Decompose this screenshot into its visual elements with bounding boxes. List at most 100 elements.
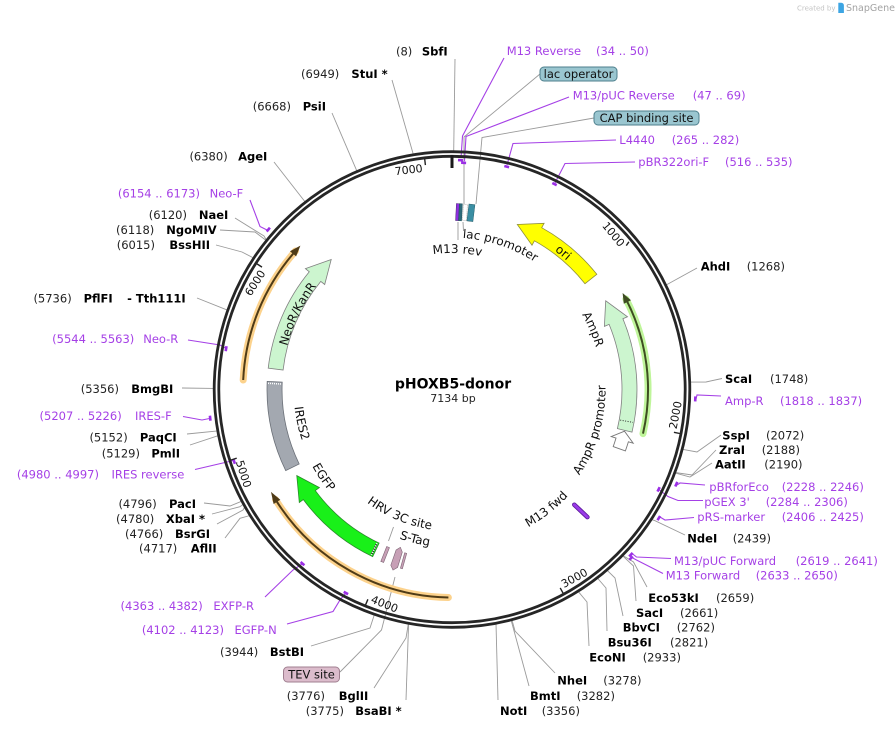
- enzyme-bsu36i[interactable]: Bsu36I (2821): [608, 636, 709, 650]
- enzyme-name[interactable]: Bsu36I: [608, 636, 652, 650]
- enzyme-name[interactable]: BsrGI: [175, 527, 210, 541]
- primer-name[interactable]: Neo-R: [143, 332, 178, 346]
- enzyme-bglii[interactable]: (3776) BglII: [287, 689, 369, 703]
- enzyme-name[interactable]: AhdI: [701, 260, 731, 274]
- enzyme-name[interactable]: NheI: [557, 674, 587, 688]
- tev-site-box[interactable]: [283, 666, 340, 683]
- enzyme-bmti[interactable]: BmtI (3282): [530, 689, 615, 703]
- primer-pbrforeco[interactable]: pBRforEco (2228 .. 2246): [709, 480, 864, 494]
- feature-box-tev-site[interactable]: TEV site: [283, 666, 340, 683]
- enzyme-name[interactable]: PaqCI: [140, 431, 177, 445]
- enzyme-nhei[interactable]: NheI (3278): [557, 674, 641, 688]
- feature-label-m13-fwd[interactable]: M13 fwd: [523, 488, 571, 530]
- enzyme-name[interactable]: NotI: [500, 704, 527, 718]
- feature-egfp-arrow[interactable]: [296, 474, 380, 558]
- primer-mark-m13-forward[interactable]: [628, 555, 634, 561]
- enzyme-name[interactable]: PsiI: [303, 100, 326, 114]
- feature-box-lac-operator[interactable]: lac operator: [539, 66, 618, 82]
- feature-lac-promoter-start[interactable]: [458, 203, 463, 222]
- enzyme-name[interactable]: PmlI: [151, 446, 180, 460]
- feature-ires2-block[interactable]: [266, 380, 300, 472]
- primer-mark-l4440[interactable]: [503, 164, 510, 169]
- feature-label-ires2[interactable]: IRES2: [291, 406, 312, 442]
- enzyme-name[interactable]: SbfI: [422, 45, 448, 59]
- primer-name[interactable]: IRES-F: [135, 409, 172, 423]
- enzyme-name[interactable]: BsaBI *: [355, 704, 401, 718]
- enzyme-sbfi[interactable]: (8) SbfI: [396, 45, 448, 59]
- enzyme-aflii[interactable]: (4717) AflII: [139, 542, 217, 556]
- orf-ampr[interactable]: [622, 293, 652, 438]
- enzyme-name[interactable]: Eco53kI: [648, 591, 699, 605]
- enzyme-name[interactable]: NaeI: [199, 208, 228, 222]
- primer-name[interactable]: pBR322ori-F: [638, 155, 709, 169]
- enzyme-aatii[interactable]: AatII (2190): [715, 458, 803, 472]
- cap-binding-site-box[interactable]: [593, 110, 700, 126]
- enzyme-noti[interactable]: NotI (3356): [500, 704, 580, 718]
- feature-label-m13-rev[interactable]: M13 rev: [432, 242, 484, 259]
- primer-mark-ires-f[interactable]: [208, 415, 212, 421]
- primer-m13-forward[interactable]: M13 Forward (2633 .. 2650): [666, 569, 838, 583]
- feature-tev-site[interactable]: [400, 552, 408, 570]
- enzyme-paci[interactable]: (4796) PacI: [118, 497, 196, 511]
- enzyme-name[interactable]: SacI: [636, 606, 663, 620]
- orf-neor[interactable]: [239, 245, 301, 384]
- enzyme-naei[interactable]: (6120) NaeI: [149, 208, 229, 222]
- primer-ires-reverse[interactable]: (4980 .. 4997) IRES reverse: [17, 468, 184, 482]
- lac-operator-box[interactable]: [539, 66, 618, 82]
- enzyme-isoschizomer-name[interactable]: - Tth111I: [127, 291, 186, 305]
- primer-name[interactable]: M13 Reverse: [507, 44, 581, 58]
- enzyme-ngomiv[interactable]: (6118) NgoMIV: [116, 223, 217, 237]
- primer-mark-prs-marker[interactable]: [656, 515, 662, 521]
- enzyme-name[interactable]: BbvCI: [623, 621, 660, 635]
- enzyme-sspi[interactable]: SspI (2072): [722, 428, 804, 442]
- enzyme-name[interactable]: BmtI: [530, 689, 561, 703]
- enzyme-name[interactable]: AflII: [191, 542, 217, 556]
- primer-name[interactable]: pBRforEco: [709, 480, 769, 494]
- primer-mark-pbr322ori-f[interactable]: [551, 181, 558, 187]
- enzyme-name[interactable]: AatII: [715, 458, 746, 472]
- primer-neo-f[interactable]: (6154 .. 6173) Neo-F: [118, 186, 243, 200]
- primer-name[interactable]: EXFP-R: [213, 599, 254, 613]
- primer-name[interactable]: IRES reverse: [111, 468, 184, 482]
- feature-ampr-promoter-arrow[interactable]: [609, 430, 635, 452]
- enzyme-bsabi[interactable]: (3775) BsaBI *: [306, 704, 402, 718]
- feature-s-tag[interactable]: [390, 546, 403, 571]
- primer-mark-pgex-3[interactable]: [656, 486, 661, 493]
- enzyme-name[interactable]: SspI: [722, 428, 750, 442]
- primer-mark-pbrforeco[interactable]: [674, 481, 679, 488]
- primer-mark-neo-r[interactable]: [224, 345, 228, 352]
- feature-label-ampr-promoter[interactable]: AmpR promoter: [570, 385, 609, 477]
- orf-egfp[interactable]: [271, 491, 452, 601]
- enzyme-name[interactable]: XbaI *: [166, 512, 205, 526]
- primer-name[interactable]: pRS-marker: [697, 510, 765, 524]
- enzyme-bsshii[interactable]: (6015) BssHII: [117, 238, 210, 252]
- enzyme-paqci[interactable]: (5152) PaqCI: [89, 431, 176, 445]
- primer-name[interactable]: M13/pUC Reverse: [573, 88, 675, 102]
- enzyme-name[interactable]: ZraI: [719, 443, 745, 457]
- enzyme-name[interactable]: PflFI: [84, 291, 113, 305]
- primer-prs-marker[interactable]: pRS-marker (2406 .. 2425): [697, 510, 864, 524]
- enzyme-name[interactable]: PacI: [169, 497, 196, 511]
- primer-name[interactable]: EGFP-N: [234, 623, 276, 637]
- enzyme-name[interactable]: BstBI: [270, 645, 304, 659]
- primer-name[interactable]: Amp-R: [725, 394, 764, 408]
- feature-box-cap-binding-site[interactable]: CAP binding site: [593, 110, 700, 126]
- primer-m13-reverse[interactable]: M13 Reverse (34 .. 50): [507, 44, 649, 58]
- enzyme-pflfi-tth111i[interactable]: (5736) PflFI - Tth111I: [33, 291, 185, 305]
- enzyme-name[interactable]: NdeI: [687, 531, 717, 545]
- enzyme-agei[interactable]: (6380) AgeI: [189, 150, 267, 164]
- enzyme-zrai[interactable]: ZraI (2188): [719, 443, 800, 457]
- primer-name[interactable]: M13 Forward: [666, 569, 740, 583]
- primer-pbr322ori-f[interactable]: pBR322ori-F (516 .. 535): [638, 155, 792, 169]
- feature-lac-operator[interactable]: [462, 204, 468, 221]
- enzyme-name[interactable]: ScaI: [725, 372, 752, 386]
- enzyme-bstbi[interactable]: (3944) BstBI: [220, 645, 304, 659]
- primer-egfp-n[interactable]: (4102 .. 4123) EGFP-N: [142, 623, 277, 637]
- feature-m13-fwd[interactable]: [572, 503, 589, 519]
- primer-ires-f[interactable]: (5207 .. 5226) IRES-F: [40, 409, 172, 423]
- primer-mark-exfp-r[interactable]: [299, 561, 306, 567]
- feature-cap-binding-site[interactable]: [466, 203, 476, 222]
- enzyme-bmgbi[interactable]: (5356) BmgBI: [81, 382, 174, 396]
- enzyme-name[interactable]: NgoMIV: [166, 223, 216, 237]
- primer-amp-r[interactable]: Amp-R (1818 .. 1837): [725, 394, 862, 408]
